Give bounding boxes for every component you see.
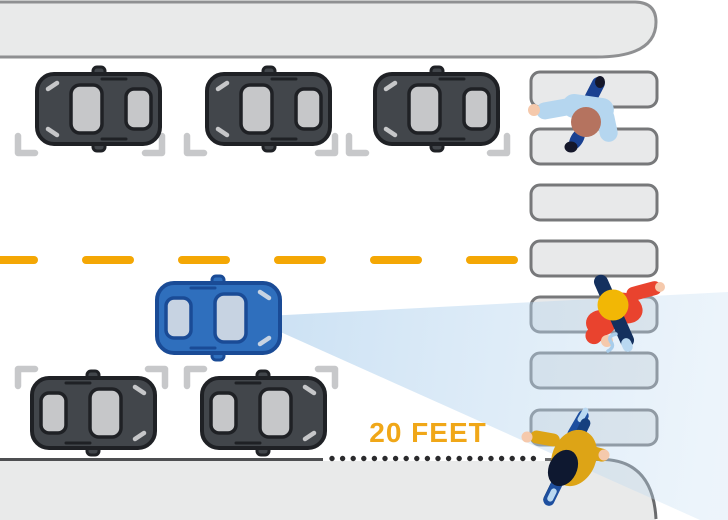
- distance-label: 20 FEET: [369, 417, 486, 448]
- parking-space-marker: [14, 365, 39, 390]
- pedestrian-hand: [528, 104, 540, 116]
- headlight-beam: [247, 292, 728, 520]
- center-dashed-line: [0, 256, 518, 264]
- parking-space-marker: [345, 132, 370, 157]
- parking-space-marker: [141, 132, 166, 157]
- lane-dash: [82, 256, 134, 264]
- rider-hand: [655, 282, 665, 292]
- cyclist-arm: [530, 430, 560, 447]
- cyclist: [521, 407, 610, 506]
- parked-car: [375, 67, 498, 151]
- pedestrian-walking: [528, 76, 618, 153]
- parked-car: [32, 371, 155, 455]
- scooter-s-mark: [606, 332, 618, 353]
- parking-space-marker: [486, 132, 511, 157]
- lane-dash: [370, 256, 422, 264]
- parking-space-marker: [183, 365, 208, 390]
- pedestrian-shoe: [564, 141, 578, 153]
- cyclist-head: [547, 449, 579, 487]
- pedestrian-arm: [596, 108, 618, 142]
- parking-space-marker: [314, 132, 339, 157]
- parked-car: [202, 371, 325, 455]
- bike-wheel-highlight: [547, 488, 557, 502]
- scooter-rider: [585, 274, 665, 353]
- cyclist-hand: [521, 431, 533, 443]
- crosswalk-stripe: [529, 239, 659, 278]
- driving-car-blue: [157, 276, 280, 360]
- rider-arm: [626, 281, 662, 301]
- parked-car: [37, 67, 160, 151]
- parked-car: [207, 67, 330, 151]
- pedestrian-head: [571, 107, 601, 137]
- parked-cars-top: [37, 67, 498, 151]
- cyclist-hand: [598, 449, 610, 461]
- sidewalk-bottom: [0, 461, 656, 520]
- bike-wheel-highlight: [577, 407, 589, 423]
- lane-dash: [178, 256, 230, 264]
- parking-space-markers: [14, 132, 511, 390]
- rider-head: [597, 289, 629, 321]
- crosswalk-stripe: [529, 183, 659, 222]
- lane-dash: [466, 256, 518, 264]
- parking-space-marker: [183, 132, 208, 157]
- parking-space-marker: [144, 365, 169, 390]
- parking-space-marker: [314, 365, 339, 390]
- sidewalk-top: [0, 0, 658, 59]
- pedestrian-shoe: [595, 76, 605, 88]
- lane-dash: [0, 256, 38, 264]
- parking-space-marker: [14, 132, 39, 157]
- scooter-board-tip: [621, 338, 633, 352]
- lane-dash: [274, 256, 326, 264]
